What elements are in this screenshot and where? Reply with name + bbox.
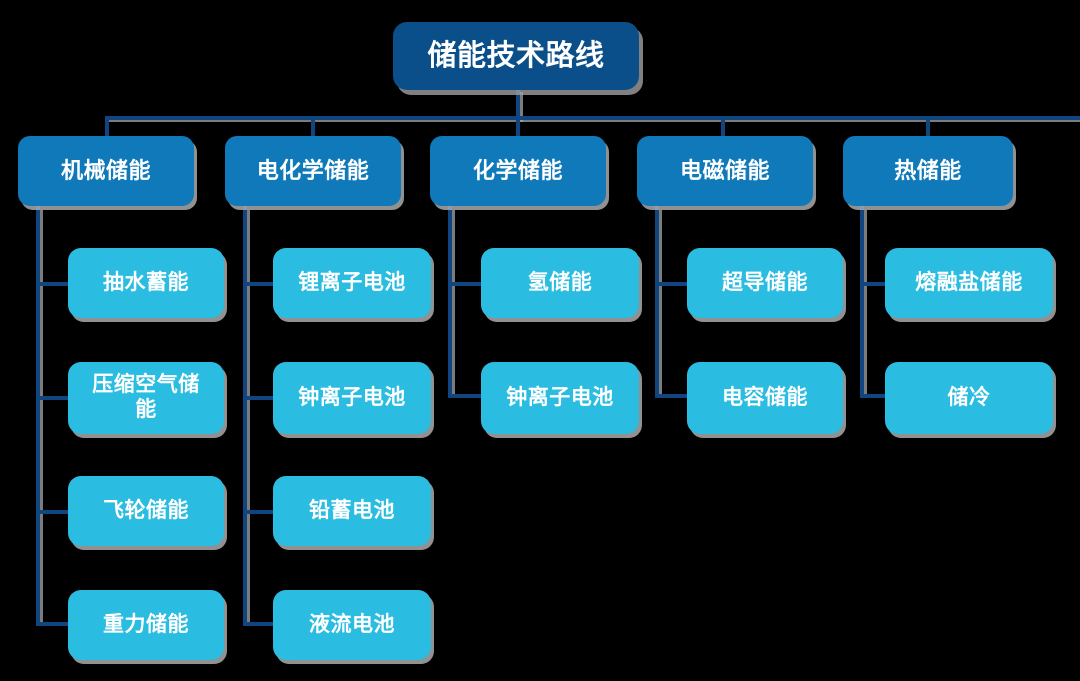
connector-shadow bbox=[863, 210, 867, 398]
connector-stub-1-3 bbox=[36, 510, 68, 514]
leaf-node[interactable]: 飞轮储能 bbox=[68, 476, 224, 546]
connector-drop-4 bbox=[721, 116, 725, 138]
leaf-node[interactable]: 储冷 bbox=[885, 362, 1053, 434]
leaf-node[interactable]: 重力储能 bbox=[68, 590, 224, 660]
connector-stub-4-2 bbox=[655, 394, 687, 398]
connector-stub-2-1 bbox=[243, 282, 273, 286]
connector-stub-2-3 bbox=[243, 510, 273, 514]
connector-shadow bbox=[519, 92, 523, 122]
connector-stub-2-2 bbox=[243, 396, 273, 400]
leaf-node[interactable]: 超导储能 bbox=[687, 248, 843, 318]
leaf-node[interactable]: 压缩空气储能 bbox=[68, 362, 224, 434]
leaf-node[interactable]: 电容储能 bbox=[687, 362, 843, 434]
connector-trunk-5 bbox=[860, 206, 864, 398]
connector-stub-1-1 bbox=[36, 282, 68, 286]
connector-stub-3-2 bbox=[448, 394, 481, 398]
leaf-node[interactable]: 抽水蓄能 bbox=[68, 248, 224, 318]
root-node[interactable]: 储能技术路线 bbox=[393, 22, 639, 90]
connector-trunk-3 bbox=[448, 206, 452, 398]
branch-node-mechanical[interactable]: 机械储能 bbox=[18, 136, 194, 206]
connector-shadow bbox=[246, 210, 250, 626]
leaf-node[interactable]: 熔融盐储能 bbox=[885, 248, 1053, 318]
leaf-node[interactable]: 钟离子电池 bbox=[481, 362, 639, 434]
connector-drop-2 bbox=[311, 116, 315, 138]
connector-stub-4-1 bbox=[655, 282, 687, 286]
branch-node-electromagnetic[interactable]: 电磁储能 bbox=[637, 136, 813, 206]
branch-node-thermal[interactable]: 热储能 bbox=[843, 136, 1013, 206]
connector-drop-1 bbox=[105, 116, 109, 138]
leaf-node[interactable]: 液流电池 bbox=[273, 590, 431, 660]
connector-root-stem bbox=[516, 88, 520, 120]
connector-stub-5-2 bbox=[860, 394, 890, 398]
connector-shadow bbox=[108, 118, 1080, 122]
connector-bus bbox=[105, 116, 1080, 120]
connector-trunk-1 bbox=[36, 206, 40, 624]
connector-drop-5b bbox=[926, 116, 930, 138]
connector-trunk-2 bbox=[243, 206, 247, 624]
leaf-node[interactable]: 锂离子电池 bbox=[273, 248, 431, 318]
leaf-node[interactable]: 氢储能 bbox=[481, 248, 639, 318]
branch-node-electrochemical[interactable]: 电化学储能 bbox=[225, 136, 401, 206]
connector-stub-5-1 bbox=[860, 282, 890, 286]
connector-drop-3 bbox=[516, 116, 520, 138]
connector-stub-2-4 bbox=[243, 622, 273, 626]
connector-shadow bbox=[451, 210, 455, 398]
connector-stub-3-1 bbox=[448, 282, 481, 286]
connector-shadow bbox=[658, 210, 662, 398]
leaf-node[interactable]: 钟离子电池 bbox=[273, 362, 431, 434]
connector-stub-1-2 bbox=[36, 396, 68, 400]
leaf-node[interactable]: 铅蓄电池 bbox=[273, 476, 431, 546]
connector-shadow bbox=[39, 210, 43, 626]
connector-stub-1-4 bbox=[36, 622, 68, 626]
branch-node-chemical[interactable]: 化学储能 bbox=[430, 136, 606, 206]
connector-trunk-4 bbox=[655, 206, 659, 398]
